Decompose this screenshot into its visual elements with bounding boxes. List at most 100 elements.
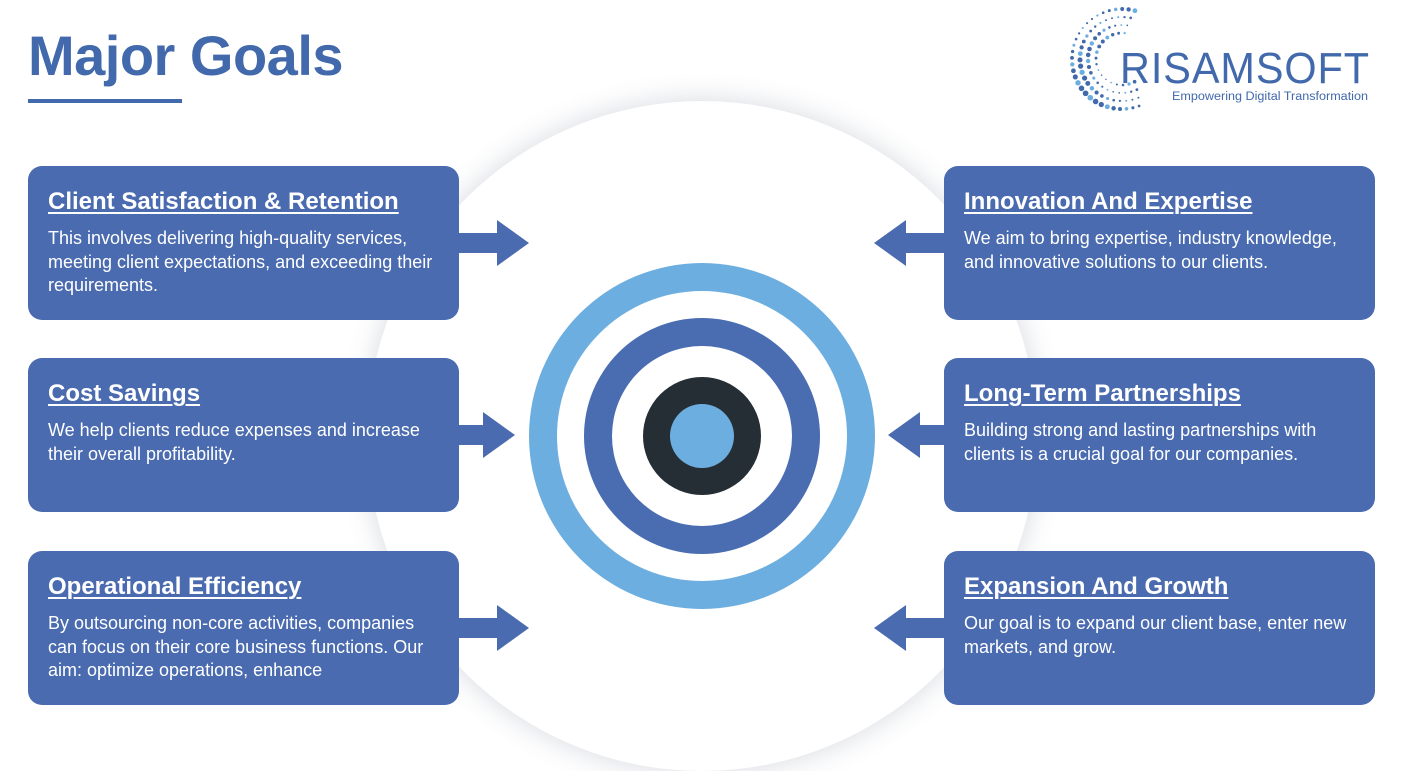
logo-dot: [1100, 94, 1104, 98]
logo-dot: [1107, 9, 1111, 13]
page-title: Major Goals: [28, 24, 344, 87]
logo-dot: [1127, 82, 1131, 86]
goal-title: Client Satisfaction & Retention: [48, 188, 399, 215]
goal-card-operational-efficiency: Operational Efficiency By outsourcing no…: [28, 551, 459, 705]
logo-dot: [1112, 90, 1115, 93]
logo-dot: [1070, 55, 1074, 60]
logo-wordmark: RISAMSOFT: [1120, 44, 1370, 93]
logo-dot: [1085, 34, 1089, 38]
logo-dot: [1070, 49, 1075, 54]
logo-dot: [1102, 28, 1106, 32]
logo-dot: [1099, 21, 1102, 25]
goal-card-expansion-growth: Expansion And Growth Our goal is to expa…: [944, 551, 1375, 705]
logo-dot: [1071, 68, 1076, 74]
logo-dot: [1085, 52, 1091, 58]
arrow-right-icon: [455, 412, 515, 458]
logo-dot: [1130, 90, 1133, 93]
goal-description: Our goal is to expand our client base, e…: [964, 613, 1347, 657]
logo-dot: [1115, 83, 1118, 86]
logo-dot: [1120, 7, 1125, 11]
logo-dot: [1117, 31, 1121, 35]
title-underline: [28, 99, 182, 103]
arrow-left-icon: [888, 412, 948, 458]
logo-dot: [1110, 81, 1112, 84]
logo-dot: [1126, 24, 1129, 27]
logo-dot: [1072, 74, 1078, 80]
logo-dot: [1093, 36, 1098, 41]
logo-dot: [1098, 101, 1104, 108]
logo-dot: [1118, 92, 1121, 94]
arrow-right-icon: [455, 605, 529, 651]
logo-dot: [1095, 50, 1099, 54]
arrow-left-icon: [874, 605, 948, 651]
logo-dot: [1105, 19, 1107, 22]
logo-dot: [1124, 91, 1127, 94]
logo-dot: [1089, 41, 1095, 46]
logo-dot: [1100, 39, 1105, 44]
logo-dot: [1126, 7, 1131, 12]
company-logo: RISAMSOFT Empowering Digital Transformat…: [1070, 7, 1370, 112]
logo-dot: [1123, 15, 1126, 19]
goal-description: This involves delivering high-quality se…: [48, 228, 433, 295]
logo-dot: [1131, 106, 1135, 110]
arrow-left-icon: [874, 220, 948, 266]
logo-dot: [1081, 39, 1086, 44]
logo-dot: [1135, 88, 1139, 91]
logo-dot: [1097, 31, 1102, 36]
goal-description: We help clients reduce expenses and incr…: [48, 420, 420, 464]
logo-dot: [1094, 90, 1099, 95]
logo-dot: [1086, 64, 1092, 70]
logo-dot: [1111, 17, 1113, 20]
logo-dot: [1092, 98, 1099, 105]
logo-dot: [1111, 106, 1116, 111]
logo-dot: [1106, 88, 1109, 91]
logo-dot: [1085, 80, 1091, 86]
logo-dot: [1118, 99, 1122, 103]
logo-dot: [1089, 71, 1093, 75]
logo-dot: [1101, 85, 1104, 88]
logo-dot: [1096, 81, 1099, 85]
logo-dot: [1082, 75, 1088, 81]
logo-dot: [1087, 46, 1092, 52]
logo-dot: [1093, 25, 1097, 28]
logo-dot: [1117, 16, 1120, 19]
goal-description: Building strong and lasting partnerships…: [964, 420, 1317, 464]
logo-dot: [1092, 76, 1096, 80]
logo-dot: [1114, 24, 1117, 27]
logo-dot: [1105, 78, 1107, 81]
logo-dot: [1124, 107, 1129, 111]
goal-title: Long-Term Partnerships: [964, 380, 1241, 407]
logo-dot: [1090, 17, 1094, 21]
logo-dot: [1101, 11, 1105, 15]
arrow-right-icon: [455, 220, 529, 266]
goal-card-client-satisfaction: Client Satisfaction & Retention This inv…: [28, 166, 459, 320]
logo-dot: [1086, 22, 1089, 25]
logo-dot: [1137, 96, 1140, 99]
logo-dot-ring-icon: [1070, 7, 1141, 112]
logo-dot: [1131, 98, 1134, 101]
logo-dot: [1087, 94, 1094, 101]
logo-dot: [1078, 85, 1085, 92]
logo-dot: [1113, 7, 1118, 12]
logo-dot: [1094, 56, 1098, 60]
logo-dot: [1108, 26, 1111, 29]
logo-dot: [1089, 86, 1095, 91]
logo-dot: [1077, 51, 1083, 56]
logo-dot: [1132, 79, 1137, 84]
logo-dot: [1072, 43, 1076, 47]
logo-dot: [1082, 90, 1089, 97]
logo-dot: [1137, 104, 1141, 108]
logo-dot: [1097, 44, 1102, 49]
logo-dot: [1079, 45, 1084, 50]
goal-card-cost-savings: Cost Savings We help clients reduce expe…: [28, 358, 459, 512]
logo-dot: [1121, 83, 1125, 87]
logo-dot: [1106, 96, 1110, 101]
logo-dot: [1081, 26, 1084, 30]
target-bullseye: [670, 404, 734, 468]
goal-title: Expansion And Growth: [964, 573, 1229, 600]
logo-dot: [1085, 58, 1091, 64]
logo-dot: [1096, 14, 1099, 17]
logo-dot: [1112, 98, 1116, 102]
logo-dot: [1104, 104, 1110, 110]
logo-dot: [1132, 8, 1138, 14]
